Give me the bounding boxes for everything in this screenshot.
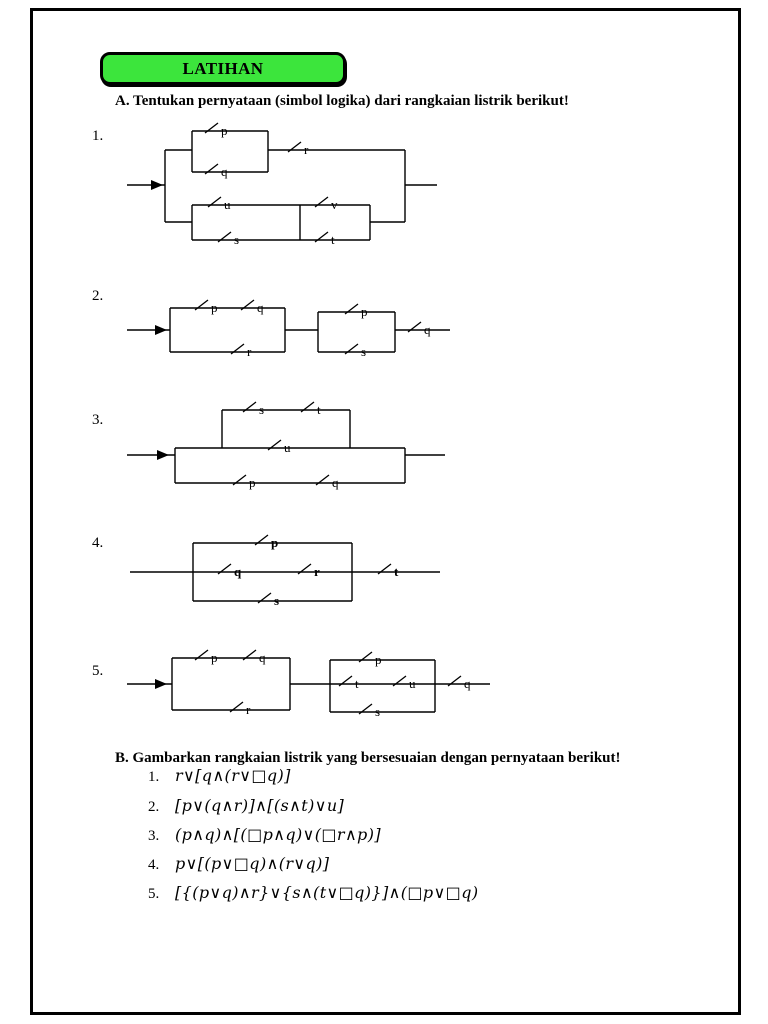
switch-label: q — [234, 564, 242, 579]
switch-label: q — [259, 650, 266, 665]
switch-blades — [194, 299, 422, 355]
formula-row: 3. (p∧q)∧[(□p∧q)∨(□r∧p)] — [148, 825, 381, 845]
entry-arrowhead — [151, 180, 163, 190]
formula-number: 5. — [148, 886, 160, 902]
latihan-badge: LATIHAN — [100, 52, 346, 85]
formula-row: 1. r∨[q∧(r∨□q)] — [148, 766, 291, 786]
switch-label: u — [224, 197, 231, 212]
formula-number: 4. — [148, 857, 160, 873]
circuit-4-number: 4. — [92, 535, 104, 551]
switch-label: s — [259, 402, 264, 417]
formula-number: 2. — [148, 799, 160, 815]
formula-text: [{(p∨q)∧r}∨{s∧(t∨□q)}]∧(□p∨□q) — [175, 883, 479, 902]
switch-label: r — [246, 702, 251, 717]
switch-label: p — [271, 535, 278, 550]
switch-label: q — [332, 475, 339, 490]
formula-row: 4. p∨[(p∨□q)∧(r∨q)] — [148, 854, 329, 874]
switch-label: s — [375, 704, 380, 719]
formula-text: [p∨(q∧r)]∧[(s∧t)∨u] — [175, 796, 345, 815]
circuit-wires — [127, 307, 450, 353]
switch-label: u — [409, 676, 416, 691]
switch-label: s — [361, 344, 366, 359]
circuit-1-diagram: p q r u s v t — [127, 122, 437, 247]
circuit-wires — [127, 409, 445, 484]
circuit-5-number: 5. — [92, 663, 104, 679]
entry-arrowhead — [155, 679, 167, 689]
switch-label: p — [211, 300, 218, 315]
switch-blades — [204, 122, 329, 243]
switch-label: u — [284, 440, 291, 455]
page-border-frame — [30, 8, 741, 1015]
switch-label: q — [464, 676, 471, 691]
switch-label: p — [221, 123, 228, 138]
switch-label: s — [274, 593, 279, 608]
switch-label: v — [331, 197, 338, 212]
circuit-4-diagram: p q r s t — [130, 534, 440, 608]
formula-number: 3. — [148, 828, 160, 844]
switch-label: q — [424, 322, 431, 337]
switch-label: t — [317, 402, 321, 417]
section-b-heading: B. Gambarkan rangkaian listrik yang bers… — [115, 750, 621, 766]
switch-label: r — [304, 142, 309, 157]
switch-label: t — [355, 676, 359, 691]
circuit-3-diagram: s t u p q — [127, 401, 445, 490]
switch-label: t — [394, 564, 399, 579]
formula-number: 1. — [148, 769, 160, 785]
formula-row: 2. [p∨(q∧r)]∧[(s∧t)∨u] — [148, 796, 344, 816]
switch-label: s — [234, 232, 239, 247]
formula-text: p∨[(p∨□q)∧(r∨q)] — [175, 854, 330, 873]
switch-label: p — [249, 475, 256, 490]
formula-text: (p∧q)∧[(□p∧q)∨(□r∧p)] — [175, 825, 381, 844]
section-a-heading: A. Tentukan pernyataan (simbol logika) d… — [115, 93, 569, 109]
circuit-wires — [127, 657, 490, 713]
switch-blades — [232, 401, 330, 486]
circuit-5-diagram: p q r p t u s q — [127, 649, 490, 719]
switch-label: r — [314, 564, 320, 579]
circuit-1-number: 1. — [92, 128, 104, 144]
switch-label: t — [331, 232, 335, 247]
circuit-wires — [127, 130, 437, 241]
badge-title: LATIHAN — [182, 58, 264, 78]
switch-label: q — [221, 164, 228, 179]
switch-label: r — [247, 344, 252, 359]
formula-text: r∨[q∧(r∨□q)] — [175, 766, 291, 785]
switch-label: p — [361, 304, 368, 319]
circuit-3-number: 3. — [92, 412, 104, 428]
entry-arrowhead — [157, 450, 169, 460]
circuit-2-number: 2. — [92, 288, 104, 304]
switch-blades — [194, 649, 462, 715]
switch-label: p — [211, 650, 218, 665]
entry-arrowhead — [155, 325, 167, 335]
formula-row: 5. [{(p∨q)∧r}∨{s∧(t∨□q)}]∧(□p∨□q) — [148, 883, 478, 903]
circuit-wires — [130, 542, 440, 602]
switch-blades — [217, 534, 392, 604]
switch-label: q — [257, 300, 264, 315]
circuit-2-diagram: p q r p s q — [127, 299, 450, 359]
switch-label: p — [375, 652, 382, 667]
